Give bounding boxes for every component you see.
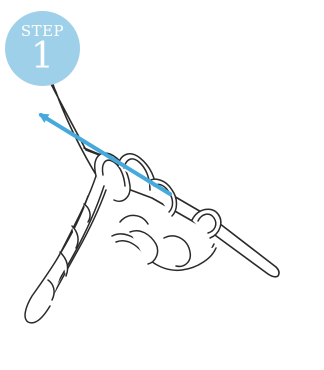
step-number: 1 [5,39,80,75]
yarn-tail [25,176,106,323]
yarn-loops [95,153,221,270]
step-badge: STEP 1 [5,11,80,86]
